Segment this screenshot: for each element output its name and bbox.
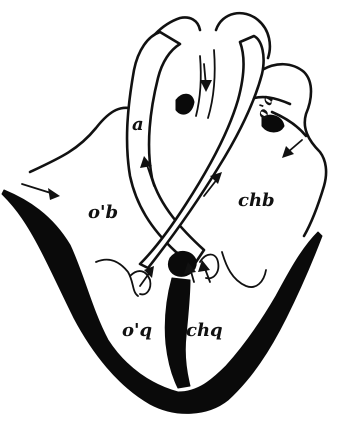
aorta-vessel bbox=[127, 32, 204, 262]
label-left-atrium: chb bbox=[238, 190, 275, 211]
inflow-arrow-head bbox=[48, 188, 60, 200]
top-down-arrow-head bbox=[200, 80, 212, 92]
label-right-atrium: o'b bbox=[88, 202, 118, 223]
label-left-ventricle: chq bbox=[186, 320, 223, 341]
right-atrium-outline bbox=[30, 108, 136, 172]
right-atrium-lower-outline bbox=[96, 260, 138, 296]
valve-blob-top bbox=[176, 94, 194, 114]
left-atrium-inner-outline bbox=[222, 252, 266, 287]
label-aorta: a bbox=[132, 114, 144, 135]
superior-vessel-inner bbox=[196, 56, 201, 116]
label-right-ventricle: o'q bbox=[122, 320, 152, 341]
